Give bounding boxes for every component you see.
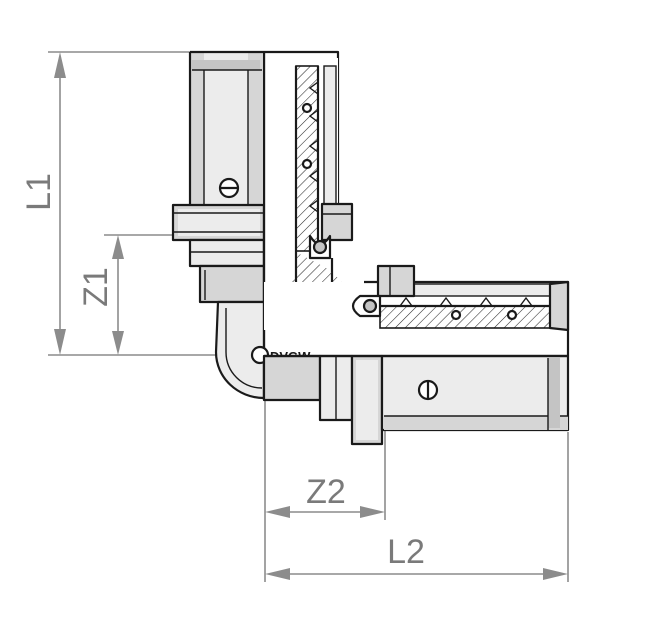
dimension-z2: Z2 (264, 355, 386, 582)
l2-label: L2 (387, 533, 425, 571)
dimension-l2: L2 (265, 432, 569, 582)
l1-label: L1 (20, 173, 58, 211)
vertical-press-sleeve (171, 50, 340, 304)
inspection-window (218, 177, 240, 199)
z2-label: Z2 (306, 473, 346, 511)
inspection-window-horizontal (417, 379, 439, 401)
z1-label: Z1 (77, 267, 115, 307)
horizontal-section (264, 264, 570, 356)
dimension-l1: L1 (20, 51, 265, 356)
horizontal-press-sleeve (262, 354, 570, 446)
